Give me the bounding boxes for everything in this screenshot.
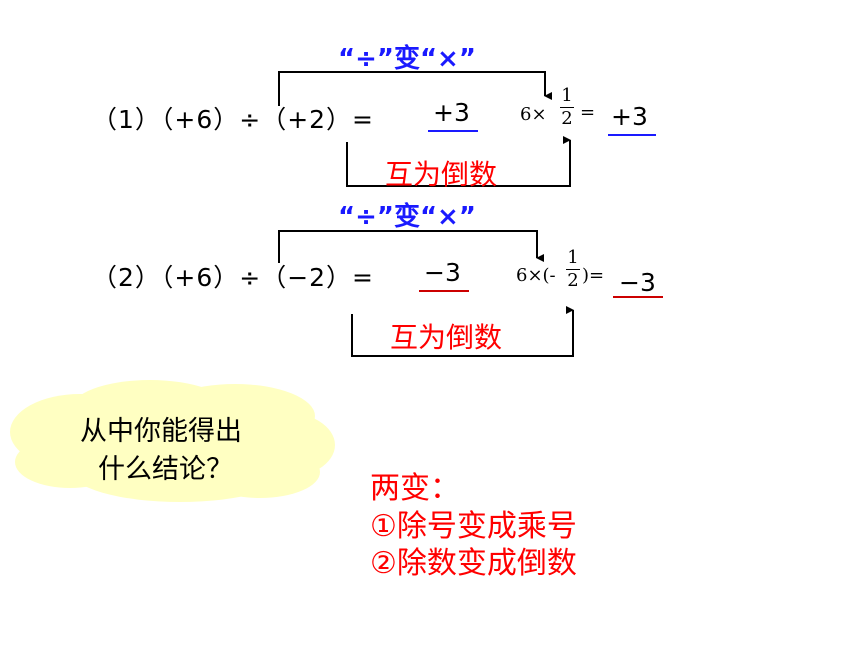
- eq2-fraction: 1 2: [566, 248, 580, 291]
- eq2-top-bracket: [278, 230, 544, 263]
- eq2-fraction-denominator: 2: [567, 270, 579, 291]
- thought-cloud: [10, 380, 335, 502]
- eq1-fraction: 1 2: [560, 86, 574, 129]
- eq2-mult-answer-underline: [613, 296, 663, 298]
- eq2-mult-suffix: )=: [582, 265, 605, 286]
- conclusion-item-2: ②除数变成倒数: [370, 546, 577, 581]
- eq1-fraction-denominator: 2: [561, 108, 573, 129]
- question-line-1: 从中你能得出: [80, 416, 242, 447]
- eq1-mult-answer-underline: [608, 134, 656, 136]
- eq2-bottom-bracket: [351, 306, 574, 357]
- eq1-reciprocal-label: 互为倒数: [385, 158, 498, 191]
- eq2-answer: −3: [424, 258, 461, 287]
- eq2-mult-prefix: 6×(-: [516, 265, 556, 286]
- conclusion-item-1: ①除号变成乘号: [370, 509, 577, 544]
- eq2-fraction-numerator: 1: [567, 247, 579, 268]
- question-line-2: 什么结论？: [98, 454, 233, 485]
- eq1-top-bracket: [278, 71, 552, 106]
- eq1-bottom-bracket: [346, 136, 571, 187]
- eq1-transform-label: “÷”变“×”: [338, 44, 476, 74]
- eq1-answer: +3: [433, 98, 470, 127]
- eq1-mult-answer: +3: [611, 102, 648, 131]
- eq2-mult-answer: −3: [619, 268, 656, 297]
- eq1-mult-suffix: =: [580, 102, 596, 123]
- eq1-mult-prefix: 6×: [520, 104, 547, 125]
- eq2-reciprocal-label: 互为倒数: [390, 321, 503, 354]
- eq1-fraction-numerator: 1: [561, 85, 573, 106]
- eq2-answer-underline: [419, 290, 469, 292]
- eq1-answer-underline: [428, 130, 478, 132]
- eq1-division-expression: （1）（+6）÷（+2）=: [92, 105, 375, 134]
- eq2-transform-label: “÷”变“×”: [338, 202, 476, 232]
- eq2-division-expression: （2）（+6）÷（−2）=: [92, 263, 375, 292]
- conclusion-title: 两变：: [370, 471, 460, 506]
